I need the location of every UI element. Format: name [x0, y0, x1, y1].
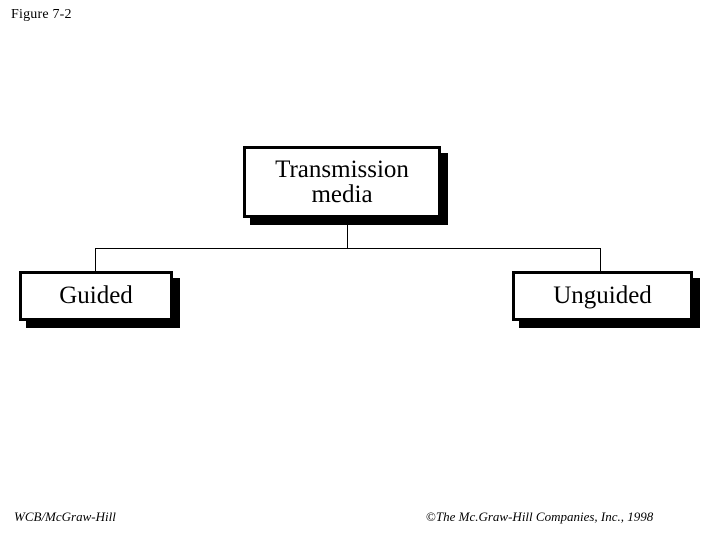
node-transmission-media-label: Transmission media: [275, 155, 409, 208]
node-unguided-label: Unguided: [553, 282, 652, 310]
node-guided[interactable]: Guided: [19, 271, 173, 321]
footer-copyright-text: The Mc.Graw-Hill Companies, Inc., 1998: [435, 509, 654, 524]
edge-root-to-unguided: [600, 248, 601, 272]
footer-copyright: ©The Mc.Graw-Hill Companies, Inc., 1998: [426, 509, 653, 524]
copyright-icon: ©: [426, 509, 436, 524]
edge-root-to-guided: [95, 248, 96, 272]
node-guided-label: Guided: [59, 282, 133, 310]
node-unguided[interactable]: Unguided: [512, 271, 693, 321]
node-transmission-media[interactable]: Transmission media: [243, 146, 441, 218]
page-title: Figure 7-2: [11, 7, 72, 22]
edge-root-stem: [347, 218, 348, 249]
edge-horizontal-bus: [95, 248, 601, 249]
footer-publisher: WCB/McGraw-Hill: [14, 509, 116, 524]
